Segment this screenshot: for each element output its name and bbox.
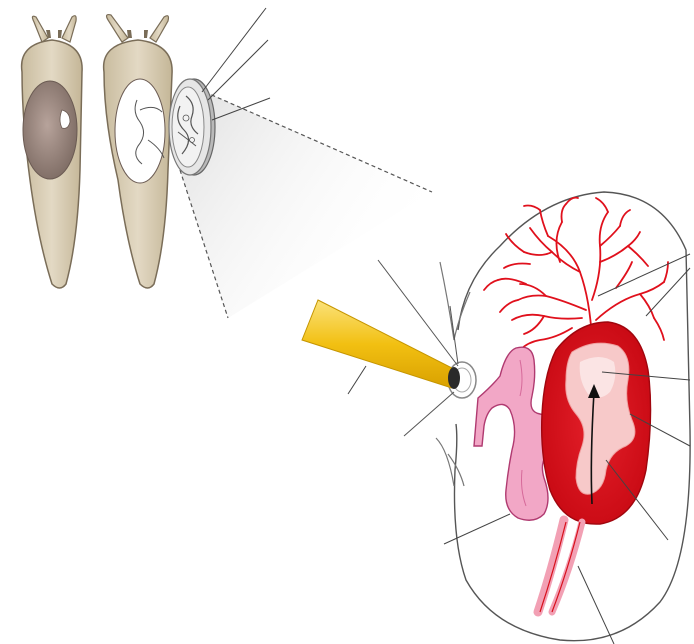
electrode-icon — [302, 300, 460, 389]
slug-intact-icon — [22, 16, 83, 288]
lung-vessels — [484, 198, 668, 350]
magnification-cone — [180, 92, 432, 318]
coverslip-icon — [169, 79, 215, 175]
heart — [538, 322, 651, 612]
slug-dissected-icon — [104, 15, 172, 288]
